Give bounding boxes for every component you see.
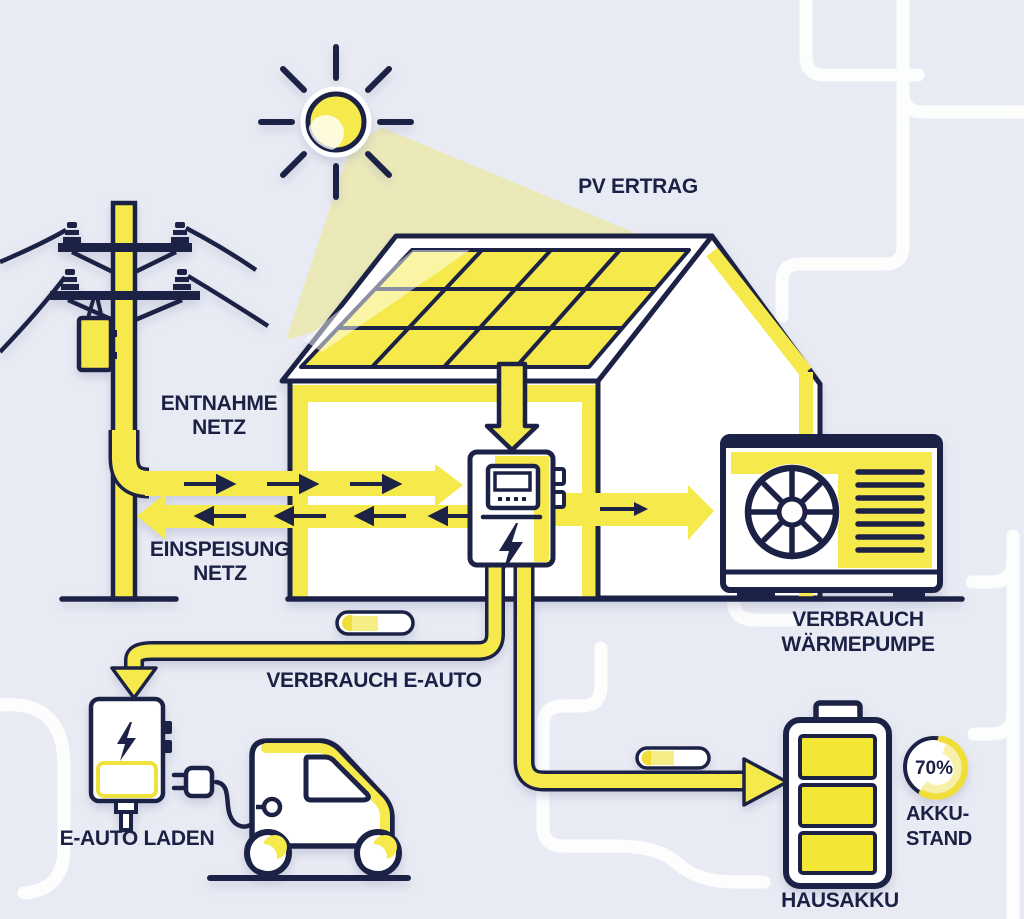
label-akku-stand: AKKU- [906, 803, 969, 825]
inverter-icon [467, 449, 566, 572]
label-verbrauch-waermepumpe: VERBRAUCH [792, 608, 923, 631]
label-pv-ertrag: PV ERTRAG [578, 175, 698, 198]
wallbox-icon [88, 696, 172, 832]
battery-level-badge: 70% [903, 735, 969, 800]
wheel-icon [244, 829, 292, 877]
label-einspeisung-netz: NETZ [193, 562, 247, 585]
label-hausakku: HAUSAKKU [781, 889, 899, 912]
wheel-icon [354, 829, 402, 877]
label-entnahme-netz: ENTNAHME [161, 392, 278, 415]
transformer-box [76, 296, 117, 373]
battery-arrow-pipe [513, 563, 789, 807]
label-eauto-laden: E-AUTO LADEN [60, 827, 215, 850]
heat-pump-icon [720, 434, 943, 601]
insulator-icon [61, 222, 191, 290]
lightning-bolt-icon [117, 722, 136, 761]
power-pole-icon [0, 200, 270, 602]
diagram-labels: PV ERTRAG ENTNAHME NETZ EINSPEISUNG NETZ… [60, 175, 973, 912]
pv-down-arrow [484, 361, 540, 453]
ev-car-icon [207, 738, 411, 881]
lightning-bolt-icon [499, 523, 523, 572]
sun-icon [258, 44, 414, 200]
solar-panel-icon [299, 248, 691, 369]
label-verbrauch-eauto: VERBRAUCH E-AUTO [266, 669, 481, 692]
fan-icon [744, 464, 840, 560]
heatpump-arrow [553, 485, 714, 540]
pipe-segment-pill [335, 610, 415, 636]
battery-percent-value: 70% [915, 758, 953, 779]
label-akku-stand: STAND [906, 828, 972, 850]
eauto-arrow-pipe [110, 563, 505, 700]
meter-display [485, 463, 541, 511]
charge-port [261, 796, 283, 818]
pipe-segment-pill [635, 746, 711, 770]
entnahme-arrow [108, 430, 463, 507]
einspeisung-arrow [137, 493, 545, 540]
home-battery-icon [783, 700, 892, 889]
label-einspeisung-netz: EINSPEISUNG [150, 538, 290, 561]
label-entnahme-netz: NETZ [192, 416, 246, 439]
label-verbrauch-waermepumpe: WÄRMEPUMPE [781, 633, 935, 656]
vent-grille [855, 469, 925, 553]
